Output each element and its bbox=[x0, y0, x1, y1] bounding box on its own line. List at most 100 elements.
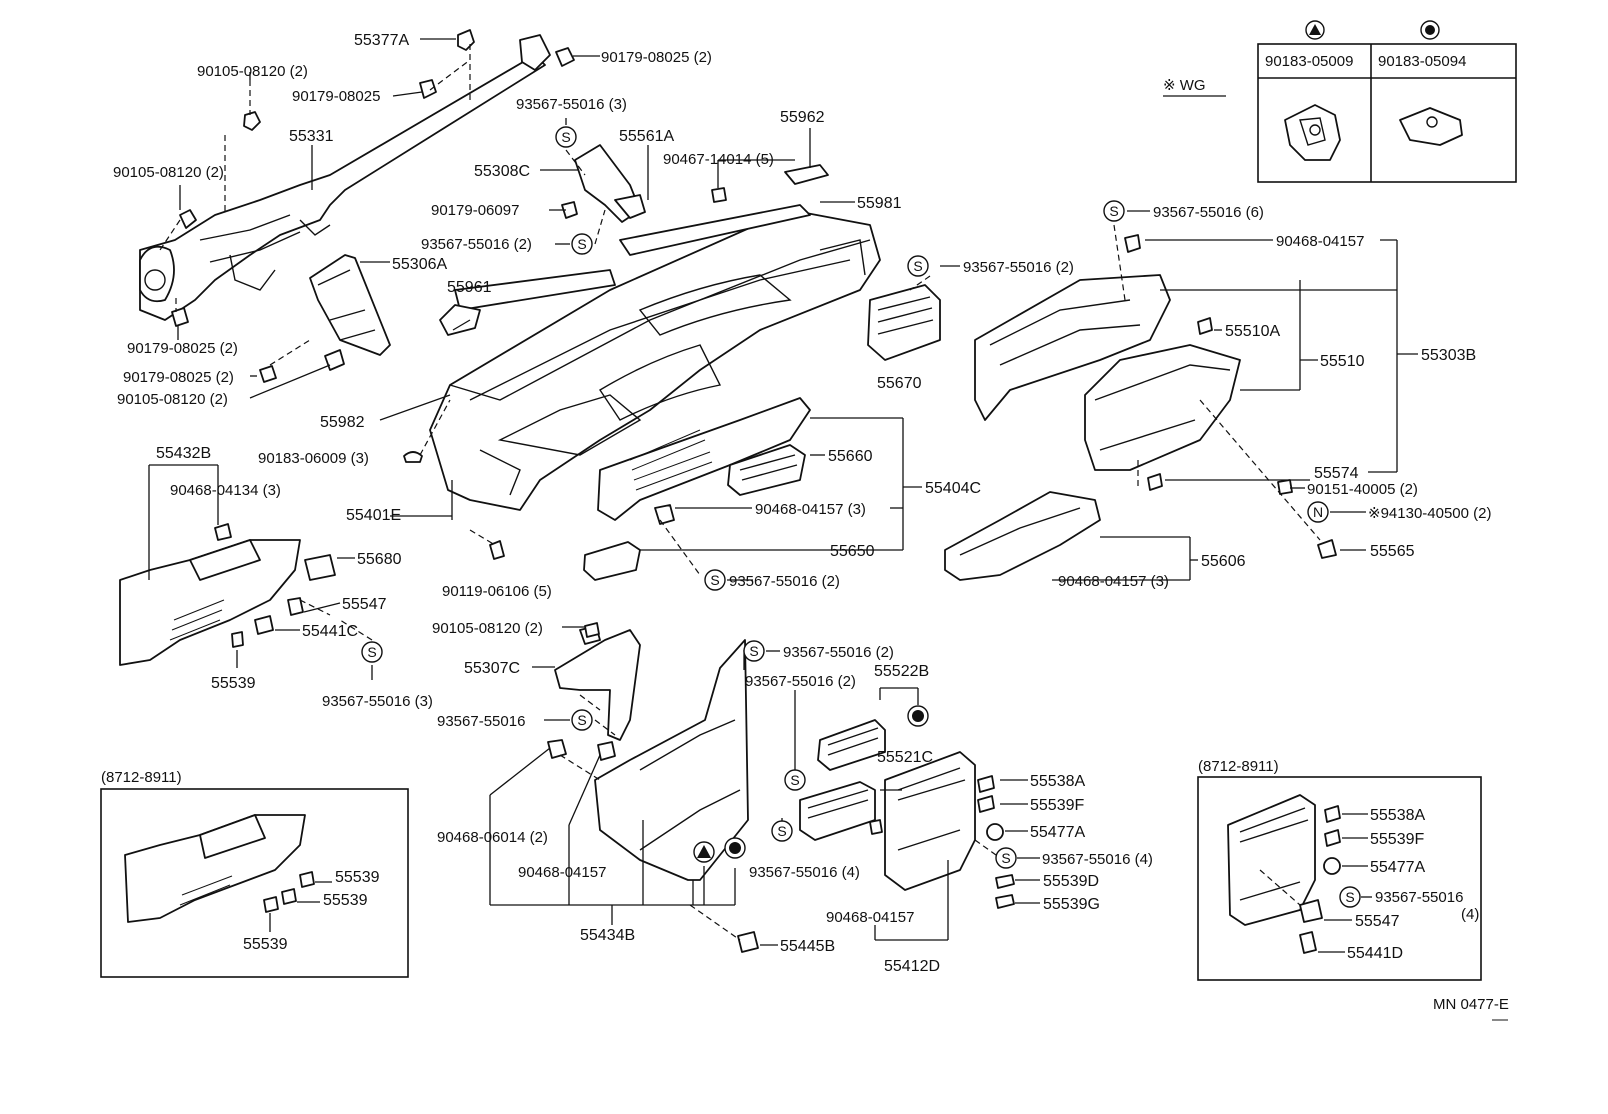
part-label: 93567-55016 (3) bbox=[516, 96, 627, 113]
part-90183-06009 bbox=[403, 451, 423, 463]
part-label: 55606 bbox=[1201, 553, 1246, 570]
part-label: 55510A bbox=[1225, 323, 1280, 340]
s-circle-icon: S bbox=[743, 640, 765, 662]
part-label: 93567-55016 bbox=[1375, 889, 1463, 906]
part-label: 55306A bbox=[392, 256, 447, 273]
filled-dot-icon bbox=[724, 837, 746, 859]
part-label: 55401E bbox=[346, 507, 401, 524]
svg-text:N: N bbox=[1313, 504, 1323, 520]
part-label: 90468-06014 (2) bbox=[437, 829, 548, 846]
part-label: 93567-55016 (4) bbox=[749, 864, 860, 881]
part-label: 55308C bbox=[474, 163, 530, 180]
part-label: 90151-40005 (2) bbox=[1307, 481, 1418, 498]
part-label: 90468-04157 bbox=[1276, 233, 1364, 250]
symbols: S S S S S S S S S S S S N bbox=[361, 126, 1361, 908]
part-label: 55477A bbox=[1370, 859, 1425, 876]
s-circle-icon: S bbox=[1339, 886, 1361, 908]
filled-dot-icon bbox=[1420, 20, 1440, 40]
s-circle-icon: S bbox=[361, 641, 383, 663]
svg-text:S: S bbox=[577, 236, 586, 252]
s-circle-icon: S bbox=[571, 233, 593, 255]
part-label: 90179-06097 bbox=[431, 202, 519, 219]
part-label: 55445B bbox=[780, 938, 835, 955]
part-90119 bbox=[489, 540, 505, 560]
glove-box-assembly bbox=[974, 234, 1241, 471]
part-label: 55565 bbox=[1370, 543, 1415, 560]
inset-left: (8712-8911) 55539 55539 55539 bbox=[100, 769, 409, 978]
legend-box: 90183-05009 90183-05094 ※ WG bbox=[1163, 20, 1517, 183]
part-label: 55961 bbox=[447, 279, 492, 296]
part-label: 55477A bbox=[1030, 824, 1085, 841]
part-label: 55539 bbox=[211, 675, 256, 692]
svg-text:S: S bbox=[790, 772, 799, 788]
part-55565 bbox=[1317, 539, 1337, 559]
part-label: 55981 bbox=[857, 195, 902, 212]
s-circle-icon: S bbox=[1103, 200, 1125, 222]
svg-text:S: S bbox=[1109, 203, 1118, 219]
small-clips-top bbox=[171, 29, 575, 383]
svg-text:S: S bbox=[367, 644, 376, 660]
part-label: 90468-04157 (3) bbox=[755, 501, 866, 518]
part-label: 90468-04134 (3) bbox=[170, 482, 281, 499]
legend-note: ※ WG bbox=[1163, 77, 1206, 94]
part-label: 55377A bbox=[354, 32, 409, 49]
part-label: 55521C bbox=[877, 749, 933, 766]
n-circle-icon: N bbox=[1307, 501, 1329, 523]
svg-text:S: S bbox=[561, 129, 570, 145]
document-code: MN 0477-E bbox=[1433, 996, 1509, 1013]
part-label: 90105-08120 (2) bbox=[197, 63, 308, 80]
part-label: 90119-06106 (5) bbox=[442, 583, 552, 600]
part-label: 55982 bbox=[320, 414, 365, 431]
part-label: 90468-04157 (3) bbox=[1058, 573, 1169, 590]
triangle-icon bbox=[693, 841, 715, 863]
inset-right: (8712-8911) 55538A 55539F 55477A 93567-5… bbox=[1197, 758, 1482, 981]
part-label: 55539 bbox=[243, 936, 288, 953]
s-circle-icon: S bbox=[555, 126, 577, 148]
lower-tray-55606 bbox=[944, 491, 1101, 581]
part-label: 93567-55016 (3) bbox=[322, 693, 433, 710]
part-label: 93567-55016 (4) bbox=[1042, 851, 1153, 868]
part-label: 55441D bbox=[1347, 945, 1403, 962]
part-label: 55561A bbox=[619, 128, 674, 145]
part-label: 90105-08120 (2) bbox=[113, 164, 224, 181]
part-label: 55510 bbox=[1320, 353, 1365, 370]
part-label: 93567-55016 (2) bbox=[421, 236, 532, 253]
part-label: 55539F bbox=[1370, 831, 1424, 848]
steering-support-member bbox=[139, 34, 551, 321]
part-label: 55432B bbox=[156, 445, 211, 462]
part-label: ※94130-40500 (2) bbox=[1368, 505, 1492, 522]
part-label: 55404C bbox=[925, 480, 981, 497]
s-circle-icon: S bbox=[771, 820, 793, 842]
part-label: 90105-08120 (2) bbox=[117, 391, 228, 408]
part-label: 55307C bbox=[464, 660, 520, 677]
part-label: 90179-08025 bbox=[292, 88, 380, 105]
part-label: 55412D bbox=[884, 958, 940, 975]
part-label: 55539F bbox=[1030, 797, 1084, 814]
vent-55670 bbox=[867, 284, 941, 361]
part-label: 55434B bbox=[580, 927, 635, 944]
part-label: 90105-08120 (2) bbox=[432, 620, 543, 637]
inset-range: (8712-8911) bbox=[1198, 758, 1279, 775]
svg-text:S: S bbox=[1001, 850, 1010, 866]
bracket-55306A bbox=[309, 254, 391, 356]
part-label: 93567-55016 (2) bbox=[783, 644, 894, 661]
legend-part-1: 90183-05009 bbox=[1265, 53, 1353, 70]
part-90467 bbox=[711, 187, 727, 203]
part-label: 55660 bbox=[828, 448, 873, 465]
part-label: 55539G bbox=[1043, 896, 1100, 913]
part-label: 55574 bbox=[1314, 465, 1359, 482]
part-label: 55547 bbox=[1355, 913, 1400, 930]
part-label: 55538A bbox=[1030, 773, 1085, 790]
clip-illustration-1 bbox=[1284, 104, 1341, 161]
part-label: 55962 bbox=[780, 109, 825, 126]
part-label: 55539 bbox=[323, 892, 368, 909]
part-label: 55670 bbox=[877, 375, 922, 392]
bracket-55307C bbox=[554, 625, 641, 741]
part-label: 55538A bbox=[1370, 807, 1425, 824]
part-label: 90468-04157 bbox=[518, 864, 606, 881]
s-circle-icon: S bbox=[704, 569, 726, 591]
part-label: 55539 bbox=[335, 869, 380, 886]
part-label: 93567-55016 (2) bbox=[729, 573, 840, 590]
part-label: 93567-55016 bbox=[437, 713, 525, 730]
